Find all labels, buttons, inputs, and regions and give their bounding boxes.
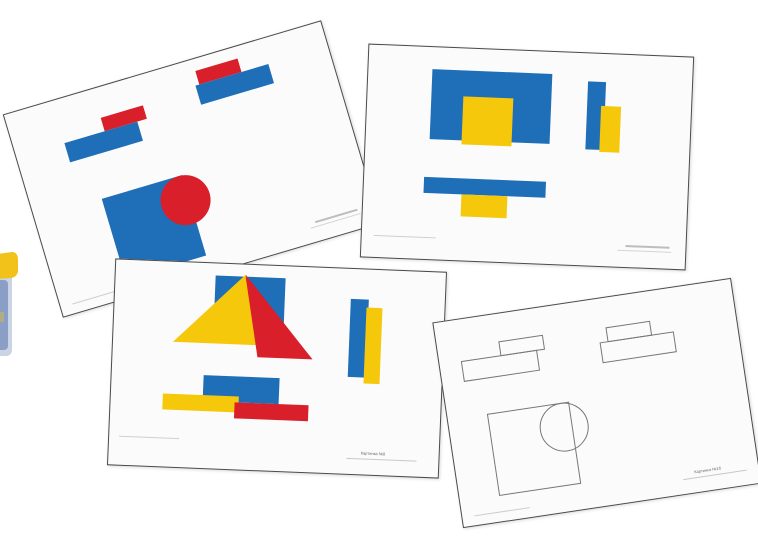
yellow-square bbox=[461, 96, 513, 146]
card-3-figures bbox=[108, 259, 446, 477]
card-2-figures bbox=[361, 45, 693, 270]
card-2 bbox=[360, 44, 694, 271]
card-3: Картинка №8 bbox=[107, 258, 447, 478]
yellow-bar bbox=[363, 308, 382, 385]
outline-large-rectangle bbox=[600, 332, 676, 363]
outline-square bbox=[487, 402, 580, 495]
card-4-figures bbox=[433, 279, 758, 527]
yellow-rectangle bbox=[461, 194, 508, 218]
red-rectangle bbox=[234, 402, 309, 421]
outline-circle bbox=[537, 400, 592, 455]
yellow-bar bbox=[599, 106, 621, 153]
card-3-caption: Картинка №8 bbox=[361, 450, 386, 456]
yellow-rectangle bbox=[162, 393, 239, 412]
block-container-jar-icon bbox=[0, 250, 18, 360]
blue-rectangle bbox=[423, 177, 546, 198]
card-4: Картинка №1б bbox=[432, 278, 758, 528]
